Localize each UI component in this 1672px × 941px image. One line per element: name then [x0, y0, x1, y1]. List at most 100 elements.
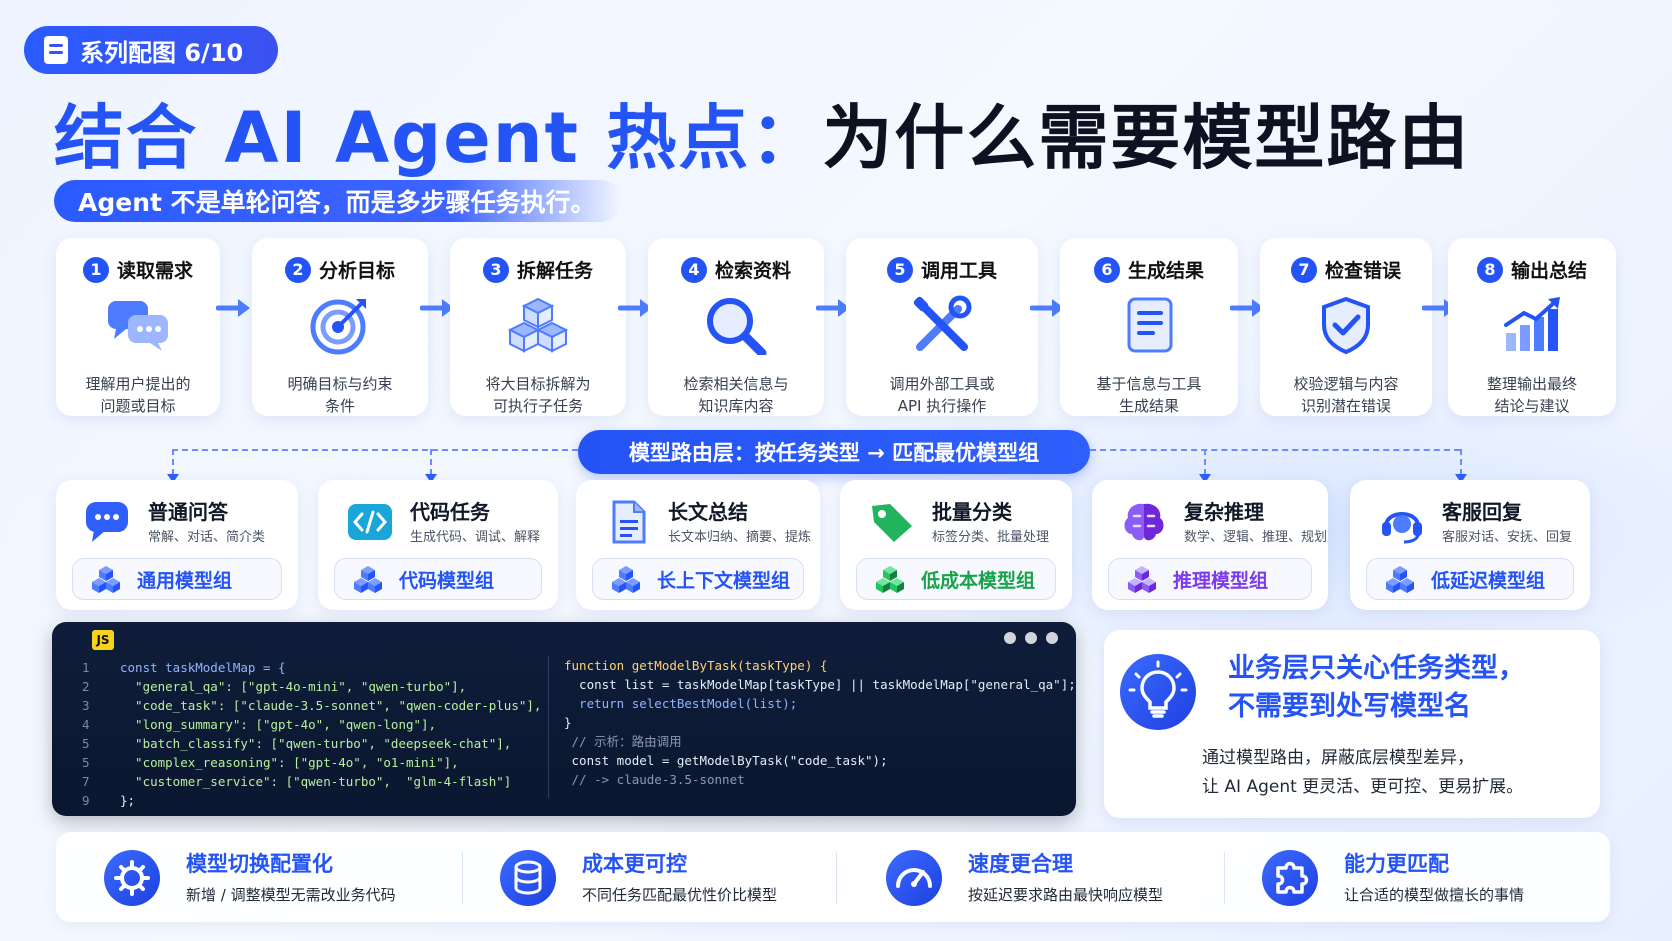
callout-body-line-2: 让 AI Agent 更灵活、更可控、更易扩展。	[1202, 777, 1524, 797]
callout-body: 通过模型路由，屏蔽底层模型差异， 让 AI Agent 更灵活、更可控、更易扩展…	[1202, 744, 1523, 802]
document-icon	[1127, 297, 1173, 353]
step-number: 7	[1290, 256, 1317, 283]
step-desc-2: 识别潜在错误	[1300, 397, 1391, 415]
task-subtitle: 数学、逻辑、推理、规划	[1184, 530, 1328, 545]
step-desc-2: 生成结果	[1118, 397, 1179, 415]
magnifier-icon	[707, 298, 767, 358]
step-title: 生成结果	[1127, 260, 1204, 282]
step-desc-2: 结论与建议	[1494, 397, 1570, 415]
step-title: 分析目标	[318, 260, 395, 282]
model-group-code[interactable]: 代码模型组	[334, 558, 542, 600]
code-text: function getModelByTask(taskType) {	[564, 658, 828, 673]
file-icon	[612, 500, 646, 544]
step-desc-1: 明确目标与约束	[287, 375, 393, 393]
routing-layer-label: 模型路由层：按任务类型 → 匹配最优模型组	[628, 441, 1040, 465]
step-desc-2: 问题或目标	[100, 397, 176, 415]
code-line: 4 "long_summary": ["gpt-4o", "qwen-long"…	[82, 715, 541, 734]
code-line: 5 "batch_classify": ["qwen-turbo", "deep…	[82, 734, 541, 753]
model-cube-icon	[1128, 566, 1156, 593]
lightbulb-icon	[1120, 654, 1196, 730]
route-drop-2	[425, 449, 437, 483]
route-line-left	[172, 449, 578, 451]
feature-subtitle: 不同任务匹配最优性价比模型	[582, 886, 778, 904]
step-title: 拆解任务	[516, 260, 593, 282]
title-part-1: 结合 AI Agent 热点：	[54, 97, 823, 179]
window-dot-icon	[1046, 632, 1058, 644]
model-cube-icon	[1386, 566, 1414, 593]
step-number: 8	[1476, 256, 1503, 283]
page-title: 结合 AI Agent 热点：为什么需要模型路由	[54, 82, 1470, 183]
task-subtitle: 标签分类、批量处理	[932, 530, 1050, 545]
code-line: 5 "complex_reasoning": ["gpt-4o", "o1-mi…	[82, 753, 541, 772]
step-number: 3	[482, 256, 509, 283]
feature-title: 模型切换配置化	[186, 852, 333, 876]
subtitle-pill: Agent 不是单轮问答，而是多步骤任务执行。	[54, 180, 622, 222]
callout-card: 业务层只关心任务类型， 不需要到处写模型名 通过模型路由，屏蔽底层模型差异， 让…	[1104, 630, 1600, 818]
code-text: "general_qa": ["gpt-4o-mini", "qwen-turb…	[120, 679, 467, 694]
step-desc-1: 将大目标拆解为	[485, 375, 591, 393]
js-badge: JS	[92, 630, 114, 650]
model-group-label: 通用模型组	[137, 569, 233, 592]
gear-icon	[104, 850, 160, 906]
code-line: 7 "customer_service": ["qwen-turbo", "gl…	[82, 772, 541, 791]
step-desc-1: 调用外部工具或	[889, 375, 995, 393]
route-drop-1	[167, 449, 179, 483]
subtitle-text: Agent 不是单轮问答，而是多步骤任务执行。	[78, 188, 596, 217]
bar-chart-icon	[1504, 297, 1560, 351]
code-line: 3 "code_task": ["claude-3.5-sonnet", "qw…	[82, 696, 541, 715]
code-text: "code_task": ["claude-3.5-sonnet", "qwen…	[120, 698, 542, 713]
document-icon	[44, 36, 68, 64]
feature-subtitle: 新增 / 调整模型无需改业务代码	[186, 886, 396, 904]
step-number: 4	[680, 256, 707, 283]
puzzle-icon	[1262, 850, 1318, 906]
model-group-low-cost[interactable]: 低成本模型组	[856, 558, 1056, 600]
code-line: 9};	[82, 791, 541, 810]
step-desc-1: 理解用户提出的	[85, 375, 191, 393]
routing-layer-pill: 模型路由层：按任务类型 → 匹配最优模型组	[578, 430, 1090, 474]
model-group-low-latency[interactable]: 低延迟模型组	[1366, 558, 1574, 600]
series-badge: 系列配图 6/10	[24, 26, 278, 74]
task-card-general-qa: 普通问答 常解、对话、简介类 通用模型组	[56, 480, 298, 610]
arrow-right-icon	[618, 299, 652, 317]
code-text: "batch_classify": ["qwen-turbo", "deepse…	[120, 736, 512, 751]
line-number: 9	[82, 793, 90, 808]
target-icon	[310, 299, 366, 355]
model-cube-icon	[612, 566, 640, 593]
step-title: 读取需求	[116, 260, 193, 282]
speedometer-icon	[886, 850, 942, 906]
arrow-right-icon	[216, 299, 250, 317]
model-group-label: 长上下文模型组	[657, 569, 791, 592]
model-group-general[interactable]: 通用模型组	[72, 558, 282, 600]
task-card-batch-classify: 批量分类 标签分类、批量处理 低成本模型组	[840, 480, 1072, 610]
task-title: 长文总结	[668, 500, 748, 524]
arrow-right-icon	[1230, 299, 1264, 317]
step-desc-2: 知识库内容	[698, 397, 774, 415]
model-group-long-context[interactable]: 长上下文模型组	[592, 558, 804, 600]
tag-icon	[872, 504, 912, 542]
tools-icon	[913, 295, 972, 351]
benefits-bar: 模型切换配置化 新增 / 调整模型无需改业务代码 成本更可控 不同任务匹配最优性…	[56, 832, 1610, 922]
arrow-right-icon	[420, 299, 454, 317]
route-drop-3	[1199, 449, 1211, 483]
step-title: 检查错误	[1324, 260, 1401, 282]
line-number: 7	[82, 774, 90, 789]
code-comment: // 示析：路由调用	[564, 734, 682, 749]
step-desc-2: 可执行子任务	[492, 397, 583, 415]
callout-heading-line-2: 不需要到处写模型名	[1228, 691, 1471, 722]
window-dots	[1004, 632, 1058, 644]
task-title: 普通问答	[148, 500, 228, 524]
task-subtitle: 长文本归纳、摘要、提炼	[668, 530, 812, 545]
chat-icon	[86, 502, 128, 542]
model-group-reasoning[interactable]: 推理模型组	[1108, 558, 1312, 600]
code-text: return selectBestModel(list);	[564, 696, 798, 711]
feature-config: 模型切换配置化 新增 / 调整模型无需改业务代码	[56, 832, 456, 922]
divider	[1224, 852, 1225, 904]
code-text: }	[564, 715, 572, 730]
